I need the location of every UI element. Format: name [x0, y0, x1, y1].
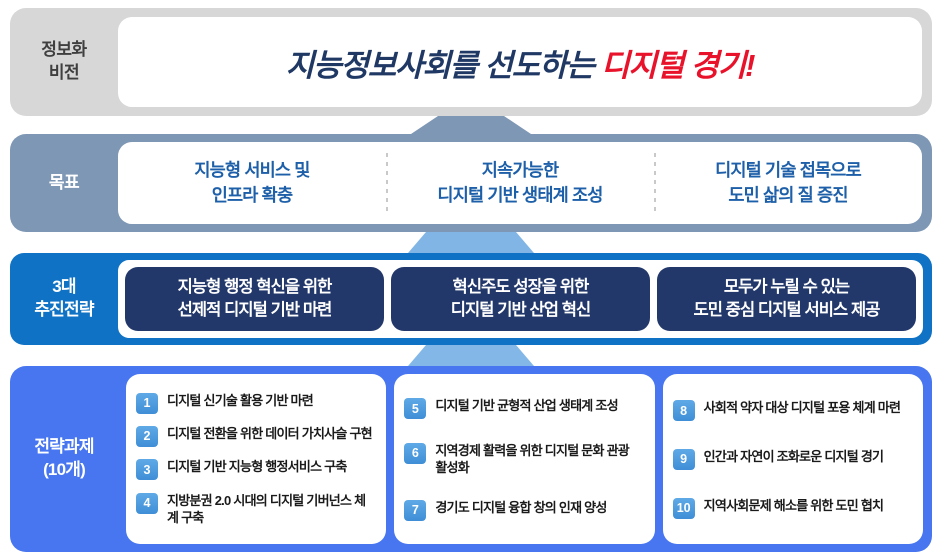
- list-item[interactable]: 5 디지털 기반 균형적 산업 생태계 조성: [404, 397, 642, 420]
- task-number-badge: 8: [672, 400, 695, 422]
- task-number-badge: 5: [404, 398, 427, 420]
- list-item[interactable]: 8 사회적 약자 대상 디지털 포용 체계 마련: [672, 399, 911, 422]
- task-number-badge: 3: [136, 459, 158, 481]
- task-column-2: 5 디지털 기반 균형적 산업 생태계 조성 6 지역경제 활력을 위한 디지털…: [394, 374, 655, 544]
- list-item[interactable]: 6 지역경제 활력을 위한 디지털 문화 관광 활성화: [404, 442, 642, 477]
- vision-title-accent: 디지털 경기!: [601, 47, 755, 83]
- task-text: 지방분권 2.0 시대의 디지털 기버넌스 체계 구축: [167, 492, 366, 525]
- vision-title: 지능정보사회를 선도하는 디지털 경기!: [285, 40, 756, 85]
- task-text: 사회적 약자 대상 디지털 포용 체계 마련: [703, 400, 901, 416]
- task-number-badge: 9: [672, 448, 695, 470]
- list-item[interactable]: 1 디지털 신기술 활용 기반 마련: [136, 392, 374, 414]
- list-item[interactable]: 3 디지털 기반 지능형 행정서비스 구축: [136, 458, 374, 481]
- task-text: 디지털 기반 지능형 행정서비스 구축: [167, 459, 347, 475]
- task-text: 디지털 신기술 활용 기반 마련: [167, 392, 314, 408]
- connector-vision-to-goal: [408, 116, 534, 136]
- tasks-body: 1 디지털 신기술 활용 기반 마련 2 디지털 전환을 위한 데이터 가치사슬…: [126, 374, 923, 544]
- goal-label: 목표: [48, 172, 80, 192]
- task-text: 지역사회문제 해소를 위한 도민 협치: [703, 497, 884, 513]
- task-column-3: 8 사회적 약자 대상 디지털 포용 체계 마련 9 인간과 자연이 조화로운 …: [662, 374, 923, 544]
- list-item[interactable]: 10 지역사회문제 해소를 위한 도민 협치: [672, 497, 911, 519]
- tasks-band: 전략과제(10개) 1 디지털 신기술 활용 기반 마련 2 디지털 전환을 위…: [10, 366, 932, 552]
- task-number-badge: 6: [404, 442, 427, 464]
- vision-body: 지능정보사회를 선도하는 디지털 경기!: [118, 17, 922, 107]
- task-number-badge: 7: [404, 499, 427, 521]
- task-text: 디지털 기반 균형적 산업 생태계 조성: [435, 398, 618, 414]
- task-number-badge: 2: [136, 425, 158, 447]
- task-number-badge: 10: [672, 497, 695, 519]
- task-number-badge: 1: [136, 392, 158, 414]
- task-text: 지역경제 활력을 위한 디지털 문화 관광 활성화: [435, 442, 629, 475]
- list-item[interactable]: 2 디지털 전환을 위한 데이터 가치사슬 구현: [136, 425, 374, 447]
- vision-title-main: 지능정보사회를 선도하는: [285, 47, 602, 83]
- task-text: 인간과 자연이 조화로운 디지털 경기: [703, 448, 884, 464]
- task-text: 디지털 전환을 위한 데이터 가치사슬 구현: [167, 425, 373, 441]
- list-item[interactable]: 4 지방분권 2.0 시대의 디지털 기버넌스 체계 구축: [136, 492, 374, 527]
- task-text: 경기도 디지털 융합 창의 인재 양성: [435, 499, 607, 515]
- connector-strategy-to-tasks: [408, 345, 534, 366]
- tasks-label: 전략과제(10개): [34, 437, 94, 479]
- connector-goal-to-strategy: [408, 232, 534, 253]
- task-column-1: 1 디지털 신기술 활용 기반 마련 2 디지털 전환을 위한 데이터 가치사슬…: [126, 374, 387, 544]
- task-number-badge: 4: [136, 492, 158, 514]
- list-item[interactable]: 9 인간과 자연이 조화로운 디지털 경기: [672, 448, 911, 470]
- list-item[interactable]: 7 경기도 디지털 융합 창의 인재 양성: [404, 499, 642, 521]
